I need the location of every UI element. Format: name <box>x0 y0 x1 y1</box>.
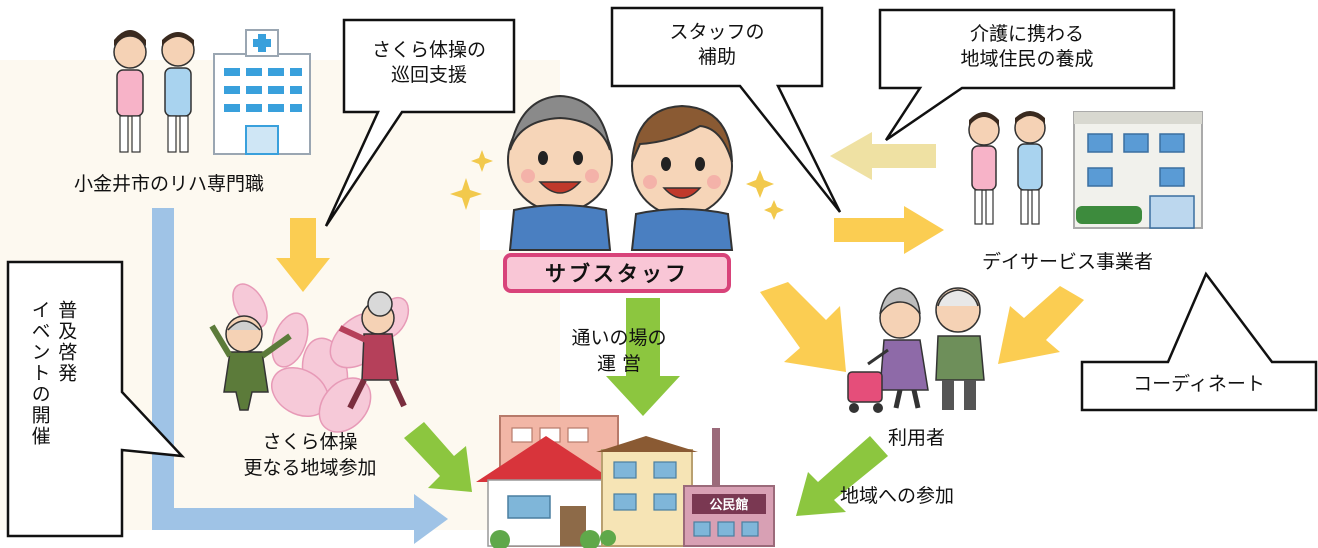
dayservice-building-illustration <box>1073 111 1203 229</box>
callout-junkai: さくら体操の 巡回支援 <box>344 38 514 87</box>
node-users-label: 利用者 <box>888 427 946 449</box>
green-arrow-sakura-to-community <box>404 422 472 492</box>
community-buildings-illustration <box>476 415 775 548</box>
kayoi-line-2: 運 営 <box>596 352 642 375</box>
sakura-exercise-illustration <box>209 283 410 433</box>
hospital-illustration <box>213 29 311 155</box>
edge-label-sanka: 地域への参加 <box>840 485 955 507</box>
sakura-line-2: 更なる地域参加 <box>243 456 377 479</box>
junkai-line-1: さくら体操の <box>371 39 486 61</box>
green-arrow-users-to-community <box>796 436 888 516</box>
node-dayservice-label: デイサービス事業者 <box>982 251 1154 273</box>
yellow-arrow-dayservice-to-users <box>998 286 1084 364</box>
substaff-badge: サブスタッフ <box>503 253 731 293</box>
kaigo-line-1: 介護に携わる <box>969 23 1084 45</box>
callout-hojo: スタッフの 補助 <box>612 20 822 69</box>
bubble-kaigo <box>878 8 1176 142</box>
yellow-arrow-substaff-to-users <box>760 282 846 372</box>
sakura-line-1: さくら体操 <box>262 431 358 453</box>
kayoi-line-1: 通いの場の <box>571 327 667 349</box>
pale-arrow-left <box>830 132 936 180</box>
users-illustration <box>847 287 985 413</box>
bubble-hojo <box>610 6 842 213</box>
bubble-junkai <box>324 18 516 227</box>
green-arrow-kayoi <box>606 298 680 416</box>
hojo-line-1: スタッフの <box>669 21 765 43</box>
node-sakura-label: さくら体操 更なる地域参加 <box>222 430 398 481</box>
rehab-staff-illustration <box>113 30 195 153</box>
callout-coordinate: コーディネート <box>1133 373 1265 395</box>
yellow-arrow-rehab-to-sakura <box>276 218 330 292</box>
hojo-line-2: 補助 <box>697 45 736 68</box>
event-line-2: イベントの開催 <box>28 300 51 447</box>
callout-event: 普及啓発 イベントの開催 <box>26 300 79 520</box>
event-line-1: 普及啓発 <box>55 300 78 384</box>
bubble-coordinate <box>1080 271 1318 412</box>
junkai-line-2: 巡回支援 <box>390 63 467 86</box>
node-rehab-label: 小金井市のリハ専門職 <box>74 173 265 195</box>
yellow-arrow-right <box>834 206 944 254</box>
kaigo-line-2: 地域住民の養成 <box>960 47 1094 70</box>
substaff-illustration <box>450 94 784 251</box>
callout-kaigo: 介護に携わる 地域住民の養成 <box>880 22 1174 71</box>
dayservice-staff-illustration <box>968 111 1046 225</box>
edge-label-kayoi: 通いの場の 運 営 <box>560 326 678 377</box>
bubble-event <box>6 260 186 538</box>
kominkan-sign: 公民館 <box>709 497 748 513</box>
